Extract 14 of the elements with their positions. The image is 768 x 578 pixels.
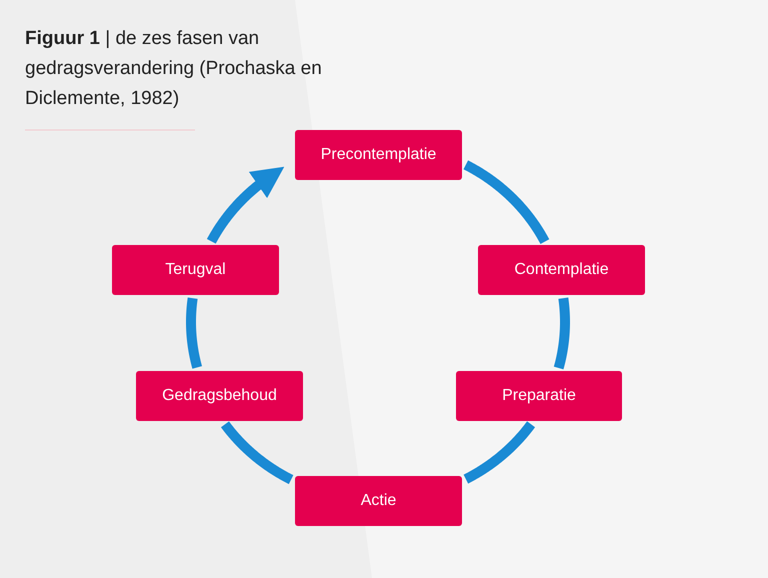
stage-box <box>112 245 279 295</box>
stage-box <box>478 245 645 295</box>
stage-label: Contemplatie <box>514 261 609 279</box>
stage-box <box>295 476 462 526</box>
stage-label: Actie <box>360 492 396 510</box>
stage-box <box>136 371 303 421</box>
stage-label: Gedragsbehoud <box>162 387 277 405</box>
stage-box <box>295 130 462 180</box>
stage-box <box>456 371 622 421</box>
figure-title: Figuur 1 | de zes fasen van gedragsverandering (Prochaska en Diclemente, 1982) <box>25 27 323 111</box>
stage-label: Terugval <box>165 261 226 279</box>
stage-label: Preparatie <box>502 387 576 405</box>
stage-label: Precontemplatie <box>320 146 436 164</box>
cycle-arrow <box>206 166 284 246</box>
